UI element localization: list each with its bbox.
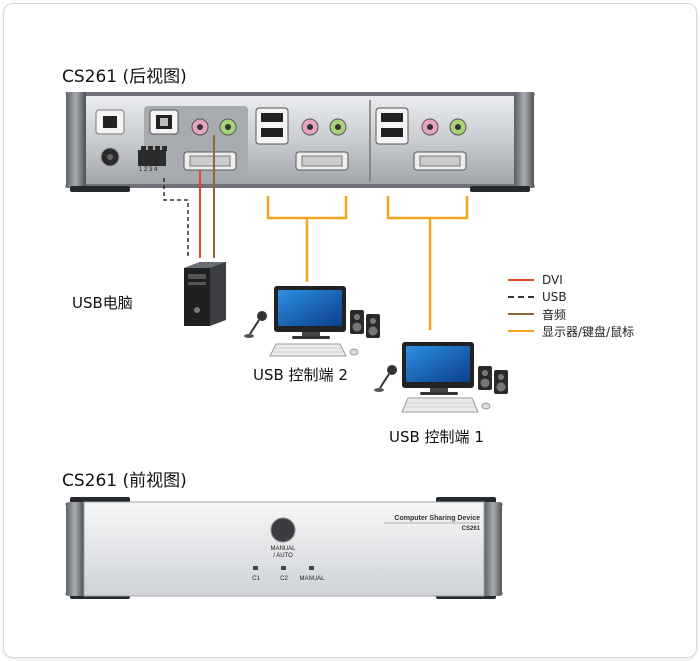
rear-unit: 1 2 3 4 — [65, 92, 535, 192]
usb-pc-label: USB电脑 — [72, 294, 133, 312]
legend-item-usb: USB — [508, 289, 567, 305]
front-left-cap — [65, 502, 84, 596]
console1-bracket — [386, 196, 469, 220]
keyboard-icon — [401, 397, 479, 413]
keyboard-icon — [269, 343, 347, 357]
mouse-icon — [481, 402, 491, 410]
console2-label: USB 控制端 2 — [253, 366, 348, 384]
console2-workstation-icon — [244, 286, 380, 357]
microphone-icon — [387, 365, 397, 375]
console2-bracket — [266, 196, 348, 220]
led-manual-label: MANUAL — [299, 576, 325, 582]
button-label-2: / AUTO — [273, 553, 293, 559]
legend-label: 音频 — [542, 307, 567, 322]
rear-right-cap — [514, 92, 535, 188]
led-manual-icon — [309, 566, 314, 570]
legend-label: USB — [542, 290, 567, 304]
front-right-cap — [484, 502, 503, 596]
microphone-icon — [257, 311, 267, 321]
legend-label: 显示器/键盘/鼠标 — [542, 324, 635, 339]
legend-label: DVI — [542, 273, 563, 287]
legend-item-audio: 音频 — [508, 306, 566, 322]
brand-text: Computer Sharing Device — [394, 515, 480, 522]
led-c2-label: C2 — [280, 576, 288, 582]
led-c1-icon — [253, 566, 258, 570]
legend-swatch — [508, 313, 534, 315]
legend-swatch — [508, 296, 534, 298]
legend-item-dvi: DVI — [508, 272, 563, 288]
mouse-icon — [349, 348, 359, 356]
manual-auto-button — [270, 517, 296, 543]
rear-left-cap — [65, 92, 86, 188]
led-c1-label: C1 — [252, 576, 260, 582]
terminal-block-icon — [138, 150, 166, 166]
led-c2-icon — [281, 566, 286, 570]
terminal-numbers: 1 2 3 4 — [139, 167, 158, 173]
front-view-title: CS261 (前视图) — [62, 471, 187, 491]
console1-workstation-icon — [374, 342, 508, 413]
legend-swatch — [508, 279, 534, 281]
model-text: CS261 — [462, 526, 481, 532]
pc-tower-icon — [184, 262, 226, 326]
cables — [163, 135, 469, 330]
button-label-1: MANUAL — [270, 546, 296, 552]
legend-swatch — [508, 330, 534, 332]
usb-cable — [163, 178, 189, 258]
front-unit: MANUAL / AUTO C1 C2 MANUAL Computer Shar… — [65, 497, 503, 599]
console1-label: USB 控制端 1 — [389, 428, 484, 446]
legend-item-mkm: 显示器/键盘/鼠标 — [508, 323, 634, 339]
rear-view-title: CS261 (后视图) — [62, 67, 187, 87]
